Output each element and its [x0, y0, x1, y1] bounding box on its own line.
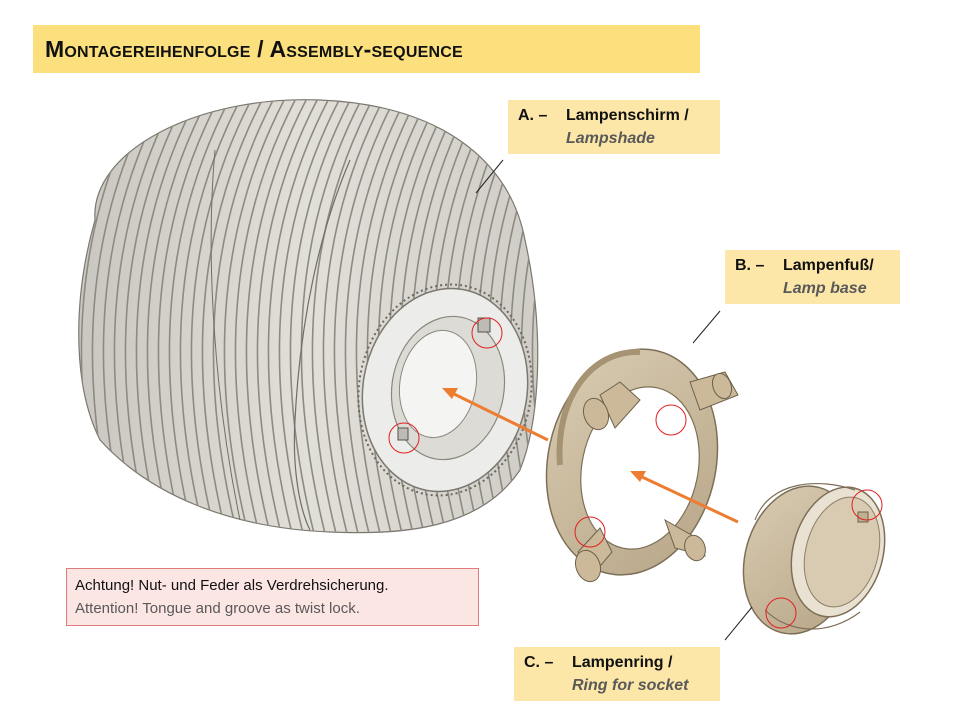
part-label-lampshade: A. – Lampenschirm / Lampshade: [508, 100, 720, 154]
lamp-ring: [742, 482, 886, 635]
lampshade-rib: [234, 99, 307, 533]
part-prefix: A. –: [518, 107, 548, 124]
lampshade-rib: [267, 99, 340, 533]
part-name-de: Lampenfuß/: [783, 257, 874, 274]
lampshade-rib: [355, 99, 428, 533]
part-name-en: Ring for socket: [572, 677, 689, 694]
lampshade-rib: [157, 99, 230, 533]
lampshade-rib: [190, 99, 263, 533]
leader-lines: [475, 159, 753, 641]
lampshade-rib: [377, 99, 450, 533]
lampshade-rib: [344, 99, 417, 533]
part-prefix: B. –: [735, 257, 765, 274]
part-label-lamp-base: B. – Lampenfuß/ Lamp base: [725, 250, 900, 304]
note-text-en: Attention! Tongue and groove as twist lo…: [75, 600, 360, 617]
part-name-en: Lamp base: [783, 280, 867, 297]
lampshade-rib: [212, 99, 285, 533]
lampshade-rib: [278, 99, 351, 533]
note-text-de: Achtung! Nut- und Feder als Verdrehsiche…: [75, 577, 389, 594]
lamp-base: [545, 348, 739, 583]
lampshade-rib: [201, 99, 274, 533]
lampshade-rib: [531, 99, 538, 533]
lampshade-rib: [333, 99, 406, 533]
twist-lock-note: Achtung! Nut- und Feder als Verdrehsiche…: [66, 568, 479, 626]
title-banner: Montagereihenfolge / Assembly-sequence: [33, 25, 700, 73]
lampshade-rib: [223, 99, 296, 533]
twist-lock-markers: [388, 317, 883, 629]
lampshade-rib: [256, 99, 329, 533]
lampshade-rib: [179, 99, 252, 533]
part-name-de: Lampenring /: [572, 654, 673, 671]
lampshade-rib: [245, 99, 318, 533]
lampshade-rib: [388, 99, 461, 533]
part-name-de: Lampenschirm /: [566, 107, 689, 124]
lampshade-rib: [168, 99, 241, 533]
lampshade-rib: [311, 99, 384, 533]
assembly-arrows: [442, 388, 739, 524]
part-name-en: Lampshade: [566, 130, 655, 147]
lampshade-rib: [322, 99, 395, 533]
lampshade-rib: [289, 99, 362, 533]
lampshade-rib: [300, 99, 373, 533]
part-label-lamp-ring: C. – Lampenring / Ring for socket: [514, 647, 720, 701]
lampshade-rib: [146, 99, 219, 533]
lampshade-rib: [366, 99, 439, 533]
page-title: Montagereihenfolge / Assembly-sequence: [45, 35, 463, 62]
part-prefix: C. –: [524, 654, 554, 671]
